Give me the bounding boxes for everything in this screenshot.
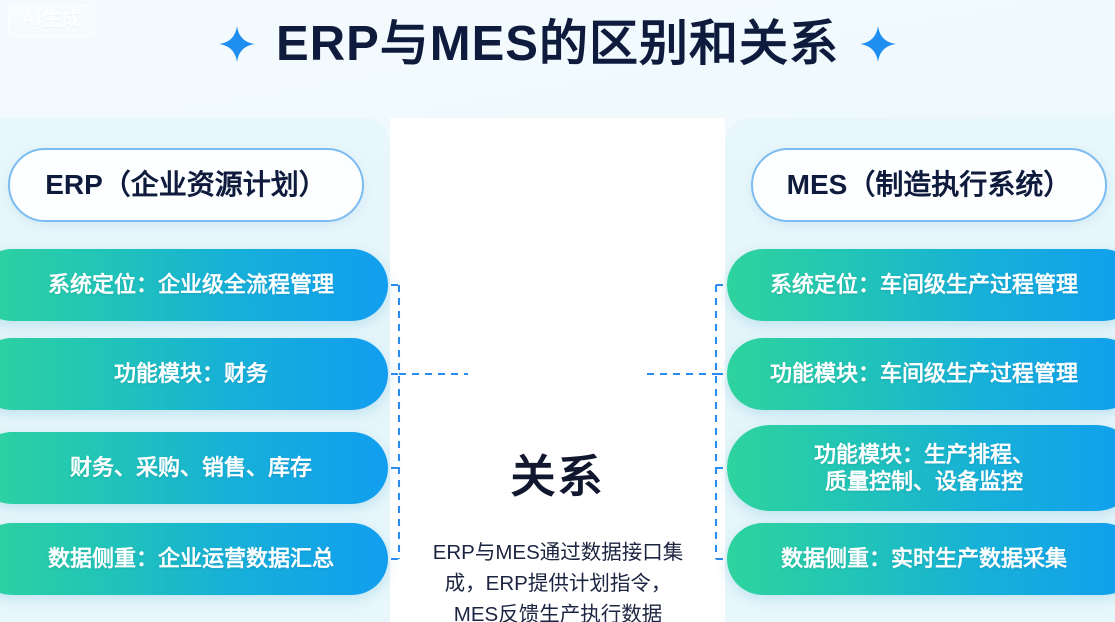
mes-heading-label: MES（制造执行系统） xyxy=(786,169,1072,200)
erp-item-4-label: 数据侧重：企业运营数据汇总 xyxy=(47,546,334,572)
relationship-panel xyxy=(390,118,725,622)
mes-item-3[interactable]: 功能模块：生产排程、 质量控制、设备监控 xyxy=(727,425,1115,511)
mes-item-1[interactable]: 系统定位：车间级生产过程管理 xyxy=(727,249,1115,321)
comparison-board: ERP（企业资源计划） 系统定位：企业级全流程管理 功能模块：财务 财务、采购、… xyxy=(0,118,1115,622)
mes-item-2-label: 功能模块：车间级生产过程管理 xyxy=(769,361,1078,387)
erp-item-3[interactable]: 财务、采购、销售、库存 xyxy=(0,432,388,504)
mes-item-1-label: 系统定位：车间级生产过程管理 xyxy=(769,272,1078,298)
erp-item-1[interactable]: 系统定位：企业级全流程管理 xyxy=(0,249,388,321)
erp-heading-pill: ERP（企业资源计划） xyxy=(8,148,364,222)
mes-item-4-label: 数据侧重：实时生产数据采集 xyxy=(780,546,1067,572)
mes-item-2[interactable]: 功能模块：车间级生产过程管理 xyxy=(727,338,1115,410)
watermark-label: AI生成 xyxy=(21,9,83,30)
erp-heading-label: ERP（企业资源计划） xyxy=(45,169,327,200)
mes-item-3-label: 功能模块：生产排程、 质量控制、设备监控 xyxy=(813,441,1034,494)
erp-item-3-label: 财务、采购、销售、库存 xyxy=(69,455,312,481)
erp-item-2-label: 功能模块：财务 xyxy=(113,361,268,387)
mes-item-4[interactable]: 数据侧重：实时生产数据采集 xyxy=(727,523,1115,595)
mes-heading-pill: MES（制造执行系统） xyxy=(751,148,1107,222)
relationship-body: ERP与MES通过数据接口集 成，ERP提供计划指令， MES反馈生产执行数据 xyxy=(432,541,684,622)
sparkle-icon xyxy=(859,25,897,63)
erp-item-2[interactable]: 功能模块：财务 xyxy=(0,338,388,410)
page-header: ERP与MES的区别和关系 xyxy=(0,0,1115,88)
ai-generated-watermark: AI生成 xyxy=(8,5,96,37)
erp-item-4[interactable]: 数据侧重：企业运营数据汇总 xyxy=(0,523,388,595)
relationship-title: 关系 xyxy=(510,451,605,502)
sparkle-icon xyxy=(218,25,256,63)
erp-item-1-label: 系统定位：企业级全流程管理 xyxy=(47,272,334,298)
page-title: ERP与MES的区别和关系 xyxy=(276,16,839,71)
